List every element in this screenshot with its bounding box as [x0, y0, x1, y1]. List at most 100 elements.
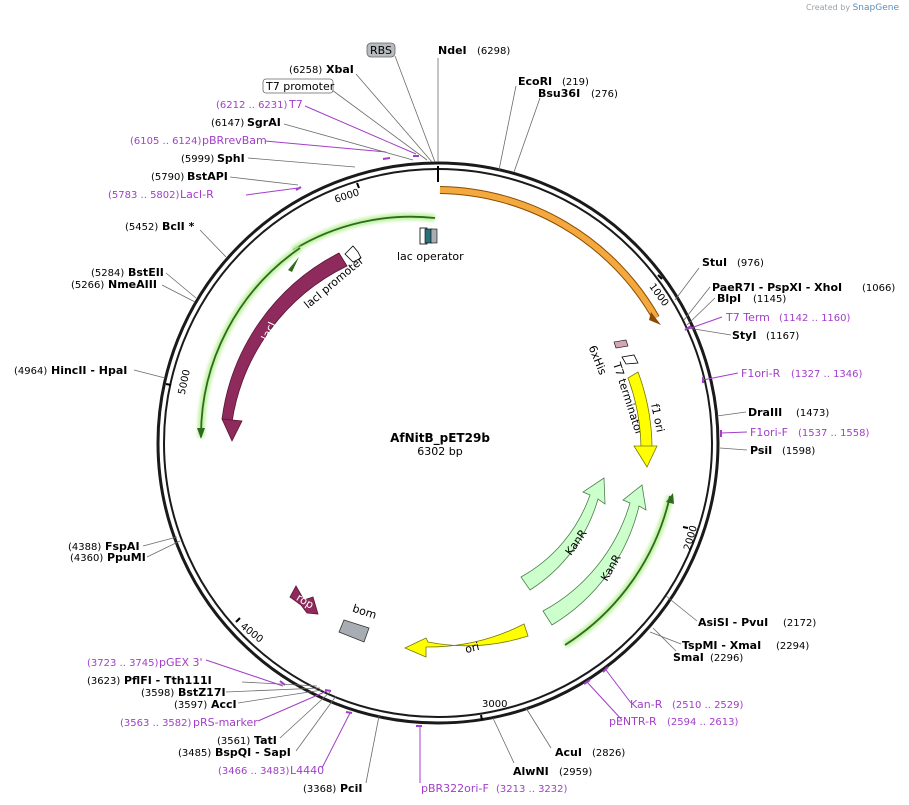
enzyme-pflfi-tth111i[interactable]: PflFI - Tth111I	[124, 674, 212, 687]
laci-promoter-arrow	[344, 245, 362, 263]
enzyme-asisi-pvui[interactable]: AsiSI - PvuI	[698, 616, 768, 629]
enzyme-xbai[interactable]: XbaI	[326, 63, 354, 76]
lead-styi	[687, 327, 732, 336]
rop-arrow	[289, 585, 319, 615]
green-arc-right	[564, 495, 671, 646]
enzyme-hincii-hpai[interactable]: HincII - HpaI	[51, 364, 127, 377]
lead-paer7i	[683, 286, 711, 321]
lead-pgex3	[205, 659, 284, 687]
lead-ecori	[498, 85, 517, 171]
green-arc-top	[292, 215, 436, 251]
enzyme-bsu36i[interactable]: Bsu36I	[538, 87, 580, 100]
enzyme-tati[interactable]: TatI	[254, 734, 277, 747]
enzyme-pcii[interactable]: PciI	[340, 782, 362, 795]
primer-l4440[interactable]: L4440	[290, 764, 324, 777]
lead-pcii	[365, 715, 380, 784]
enzyme-bcli[interactable]: BclI *	[162, 220, 195, 233]
primer-pgex3[interactable]: pGEX 3'	[159, 656, 203, 669]
ori-arrow	[404, 623, 529, 658]
orf-arrowhead	[649, 312, 661, 325]
enzyme-blpi[interactable]: BlpI	[717, 292, 741, 305]
enzyme-ecori[interactable]: EcoRI	[518, 75, 552, 88]
primer-mark-kan-r	[602, 666, 609, 673]
enzyme-bstapi[interactable]: BstAPI	[187, 170, 228, 183]
lead-f1ori-r	[702, 372, 739, 381]
enzyme-ppumi-pos: (4360)	[70, 553, 103, 564]
enzyme-ecori-pos: (219)	[562, 77, 589, 88]
enzyme-stui[interactable]: StuI	[702, 256, 727, 269]
enzyme-draiii[interactable]: DraIII	[748, 406, 782, 419]
primer-f1ori-f[interactable]: F1ori-F	[750, 426, 788, 439]
rbs-label: RBS	[370, 44, 392, 57]
enzyme-ppumi[interactable]: PpuMI	[107, 551, 146, 564]
primer-t7[interactable]: T7	[288, 98, 303, 111]
primer-f1ori-r[interactable]: F1ori-R	[741, 367, 781, 380]
rbs-box	[366, 42, 396, 58]
enzyme-paer7i-pos: (1066)	[862, 283, 895, 294]
lead-alwni	[492, 717, 515, 764]
primer-laci-r[interactable]: LacI-R	[180, 188, 214, 201]
credit-prefix: Created by	[806, 3, 851, 12]
enzyme-psii[interactable]: PsiI	[750, 444, 772, 457]
enzyme-styi[interactable]: StyI	[732, 329, 756, 342]
primer-pbr322ori-f-range: (3213 .. 3232)	[496, 784, 568, 795]
green-arc-top-head	[288, 257, 299, 272]
enzyme-sphi[interactable]: SphI	[217, 152, 245, 165]
enzyme-alwni[interactable]: AlwNI	[513, 765, 549, 778]
tick-label-5000: 5000	[177, 369, 193, 396]
enzyme-bcli-pos: (5452)	[125, 222, 158, 233]
primer-pbrrevbam-range: (6105 .. 6124)	[130, 136, 202, 147]
enzyme-acui[interactable]: AcuI	[555, 746, 582, 759]
primer-pentr-r[interactable]: pENTR-R	[609, 715, 657, 728]
enzyme-bspqi-sapi[interactable]: BspQI - SapI	[215, 746, 291, 759]
enzyme-bstz17i[interactable]: BstZ17I	[178, 686, 226, 699]
lead-t7promoter	[331, 89, 428, 161]
primer-pbrrevbam[interactable]: pBRrevBam	[202, 134, 267, 147]
tick-3000	[480, 714, 483, 721]
tick-label-3000: 3000	[482, 699, 507, 710]
lead-bstz17i	[225, 687, 321, 693]
lead-acui	[525, 707, 552, 749]
enzyme-draiii-pos: (1473)	[796, 408, 829, 419]
enzyme-fspai-pos: (4388)	[68, 542, 101, 553]
tick-5000	[165, 383, 172, 386]
tick-6000	[356, 182, 360, 189]
enzyme-bsteii-pos: (5284)	[91, 268, 124, 279]
lead-blpi	[686, 297, 716, 326]
lead-tati	[279, 691, 331, 739]
enzyme-stui-pos: (976)	[737, 258, 764, 269]
enzyme-tspmi-xmai[interactable]: TspMI - XmaI	[682, 639, 761, 652]
his-tag-label: 6xHis	[586, 343, 610, 376]
enzyme-sgrai[interactable]: SgrAI	[247, 116, 281, 129]
lead-tspmi	[649, 631, 682, 645]
enzyme-bsteii[interactable]: BstEII	[128, 266, 164, 279]
enzyme-bspqi-pos: (3485)	[178, 748, 211, 759]
enzyme-paer7i-pspxi-xhoi[interactable]: PaeR7I - PspXI - XhoI	[712, 281, 842, 294]
enzyme-nmeaiii-pos: (5266)	[71, 280, 104, 291]
enzyme-acci[interactable]: AccI	[211, 698, 237, 711]
laci-arrowhead	[221, 418, 243, 442]
primer-prs-marker[interactable]: pRS-marker	[193, 716, 258, 729]
plasmid-size: 6302 bp	[417, 445, 462, 458]
enzyme-ndei-pos: (6298)	[477, 46, 510, 57]
primer-t7term[interactable]: T7 Term	[725, 311, 770, 324]
green-arc-right-head	[666, 493, 674, 504]
primer-f1ori-f-range: (1537 .. 1558)	[798, 428, 870, 439]
snapgene-credit: Created by SnapGene	[806, 3, 899, 13]
lead-kan-r	[605, 669, 632, 704]
primer-t7-range: (6212 .. 6231)	[216, 100, 288, 111]
enzyme-smai-pos: (2296)	[710, 653, 743, 664]
bom-box	[338, 619, 370, 643]
lead-xbai	[355, 73, 433, 163]
lead-pflfi	[241, 681, 318, 687]
enzyme-fspai[interactable]: FspAI	[105, 540, 140, 553]
enzyme-pcii-pos: (3368)	[303, 784, 336, 795]
tick-2000	[682, 526, 689, 529]
enzyme-nmeaiii[interactable]: NmeAIII	[108, 278, 157, 291]
enzyme-smai[interactable]: SmaI	[673, 651, 704, 664]
primer-kan-r[interactable]: Kan-R	[630, 698, 663, 711]
primer-pbr322ori-f[interactable]: pBR322ori-F	[421, 782, 489, 795]
enzyme-ndei[interactable]: NdeI	[438, 44, 467, 57]
kanr-arrow-2	[542, 484, 647, 626]
